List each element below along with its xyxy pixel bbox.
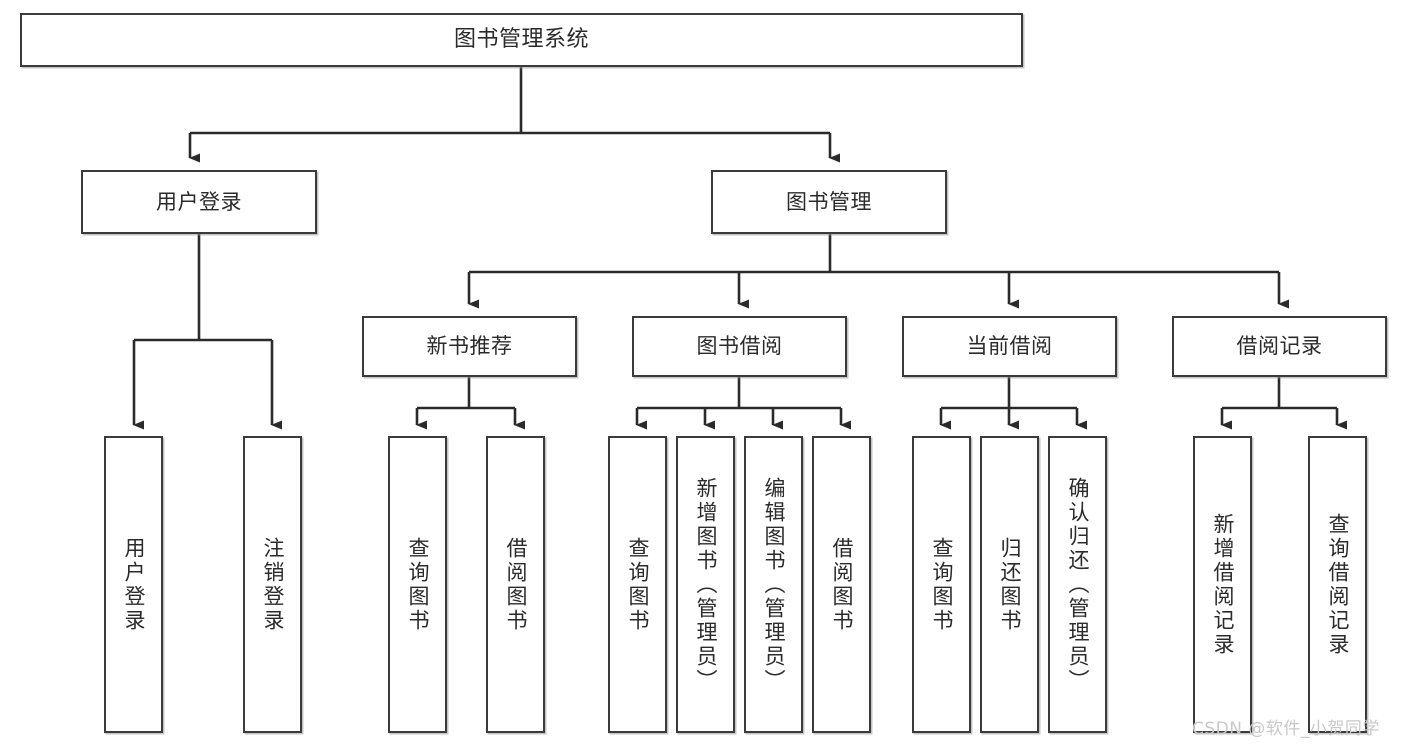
node-book-management-system[interactable]: 图书管理系统 bbox=[20, 13, 1023, 67]
node-label: 归还图书 bbox=[998, 536, 1022, 633]
leaf-query-book-cb[interactable]: 查询图书 bbox=[912, 436, 971, 733]
leaf-confirm-return-admin[interactable]: 确认归还（管理员） bbox=[1048, 436, 1107, 733]
node-label: 查询借阅记录 bbox=[1326, 512, 1350, 657]
node-label: 编辑图书（管理员） bbox=[762, 476, 786, 693]
leaf-add-book-admin[interactable]: 新增图书（管理员） bbox=[676, 436, 735, 733]
leaf-add-borrow-record[interactable]: 新增借阅记录 bbox=[1193, 436, 1252, 733]
leaf-query-book-bb[interactable]: 查询图书 bbox=[608, 436, 667, 733]
leaf-edit-book-admin[interactable]: 编辑图书（管理员） bbox=[744, 436, 803, 733]
node-label: 确认归还（管理员） bbox=[1066, 476, 1090, 693]
node-label: 注销登录 bbox=[261, 536, 285, 633]
node-current-borrowing[interactable]: 当前借阅 bbox=[902, 316, 1117, 377]
leaf-return-book[interactable]: 归还图书 bbox=[980, 436, 1039, 733]
node-borrowing-record[interactable]: 借阅记录 bbox=[1172, 316, 1387, 377]
node-label: 借阅图书 bbox=[830, 536, 854, 633]
leaf-borrow-book-bb[interactable]: 借阅图书 bbox=[812, 436, 871, 733]
node-label: 图书管理 bbox=[786, 189, 872, 214]
node-label: 新增图书（管理员） bbox=[694, 476, 718, 693]
node-label: 图书管理系统 bbox=[453, 27, 589, 53]
node-label: 新增借阅记录 bbox=[1211, 512, 1235, 657]
node-label: 查询图书 bbox=[406, 536, 430, 633]
node-label: 用户登录 bbox=[156, 189, 242, 214]
leaf-logout[interactable]: 注销登录 bbox=[243, 436, 302, 733]
leaf-user-login[interactable]: 用户登录 bbox=[104, 436, 163, 733]
node-label: 图书借阅 bbox=[696, 334, 783, 359]
leaf-query-borrow-record[interactable]: 查询借阅记录 bbox=[1308, 436, 1367, 733]
node-label: 当前借阅 bbox=[966, 334, 1053, 359]
node-label: 借阅图书 bbox=[504, 536, 528, 633]
node-label: 用户登录 bbox=[122, 536, 146, 633]
node-new-book-recommendation[interactable]: 新书推荐 bbox=[362, 316, 577, 377]
node-user-login[interactable]: 用户登录 bbox=[81, 170, 317, 234]
leaf-borrow-book-nbr[interactable]: 借阅图书 bbox=[486, 436, 545, 733]
node-book-borrowing[interactable]: 图书借阅 bbox=[632, 316, 847, 377]
node-label: 借阅记录 bbox=[1236, 334, 1323, 359]
node-label: 新书推荐 bbox=[426, 334, 513, 359]
node-label: 查询图书 bbox=[626, 536, 650, 633]
leaf-query-book-nbr[interactable]: 查询图书 bbox=[388, 436, 447, 733]
node-label: 查询图书 bbox=[930, 536, 954, 633]
node-book-management[interactable]: 图书管理 bbox=[711, 170, 947, 234]
